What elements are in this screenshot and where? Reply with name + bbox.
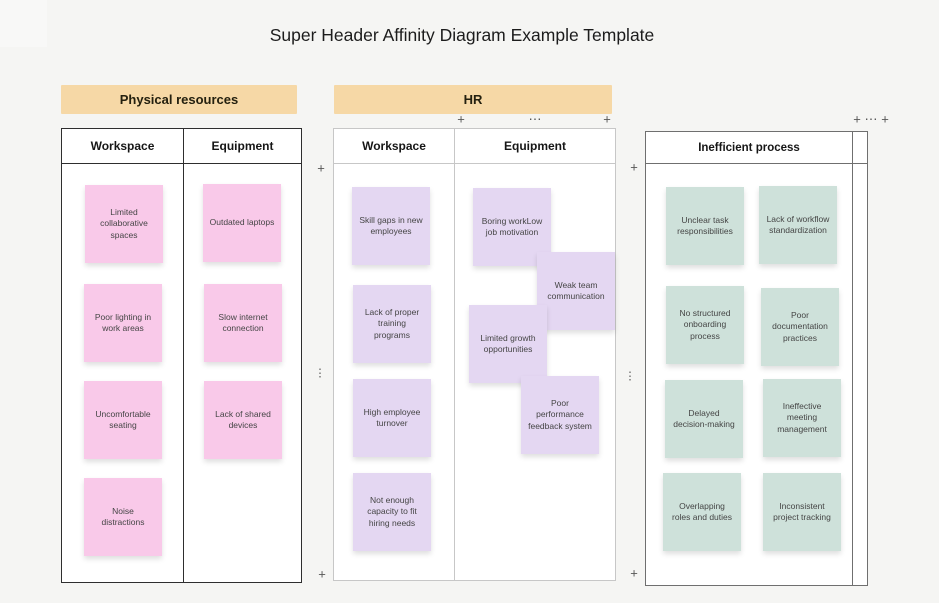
table-menu-icon[interactable]: ⋯ [528,111,542,127]
sticky-note[interactable]: Outdated laptops [203,184,281,262]
column-equipment: Equipment [455,129,615,580]
column-inefficient-process: Inefficient process [646,132,853,585]
row-menu-icon[interactable]: ⋮ [624,370,636,383]
sticky-note[interactable]: Lack of shared devices [204,381,282,459]
add-row-top-button[interactable]: + [630,159,638,175]
column-empty-narrow [853,132,867,585]
add-row-bottom-button[interactable]: + [318,566,326,582]
sticky-note[interactable]: Lack of proper training programs [353,285,431,363]
sticky-note[interactable]: Ineffective meeting management [763,379,841,457]
sticky-note[interactable]: Uncomfortable seating [84,381,162,459]
sticky-note[interactable]: Poor documentation practices [761,288,839,366]
canvas-corner-artifact [0,0,47,47]
table-menu-icon[interactable]: ⋯ [864,111,878,127]
sticky-note[interactable]: Unclear task responsibilities [666,187,744,265]
add-row-top-button[interactable]: + [317,160,325,176]
sticky-note[interactable]: Skill gaps in new employees [352,187,430,265]
sticky-note[interactable]: Limited growth opportunities [469,305,547,383]
super-header-physical-resources[interactable]: Physical resources [61,85,297,114]
column-header-inefficient-process[interactable]: Inefficient process [646,132,852,164]
sticky-note[interactable]: Delayed decision-making [665,380,743,458]
sticky-note[interactable]: Weak team communication [537,252,615,330]
sticky-note[interactable]: Overlapping roles and duties [663,473,741,551]
sticky-note[interactable]: No structured onboarding process [666,286,744,364]
add-row-bottom-button[interactable]: + [630,565,638,581]
sticky-note[interactable]: Poor lighting in work areas [84,284,162,362]
add-column-left-button[interactable]: + [457,111,465,127]
sticky-note[interactable]: Noise distractions [84,478,162,556]
column-header-workspace[interactable]: Workspace [334,129,454,164]
add-column-right-button[interactable]: + [603,111,611,127]
column-header-workspace[interactable]: Workspace [62,129,183,164]
add-column-right-button[interactable]: + [881,111,889,127]
column-header-empty [853,132,867,164]
super-header-hr[interactable]: HR [334,85,612,114]
column-header-equipment[interactable]: Equipment [455,129,615,164]
sticky-note[interactable]: High employee turnover [353,379,431,457]
column-equipment: Equipment [184,129,301,582]
column-workspace: Workspace [334,129,455,580]
sticky-note[interactable]: Slow internet connection [204,284,282,362]
sticky-note[interactable]: Lack of workflow standardization [759,186,837,264]
column-header-equipment[interactable]: Equipment [184,129,301,164]
page-title: Super Header Affinity Diagram Example Te… [269,25,655,45]
column-workspace: Workspace [62,129,184,582]
sticky-note[interactable]: Not enough capacity to fit hiring needs [353,473,431,551]
sticky-note[interactable]: Inconsistent project tracking [763,473,841,551]
sticky-note[interactable]: Poor performance feedback system [521,376,599,454]
add-column-left-button[interactable]: + [853,111,861,127]
row-menu-icon[interactable]: ⋮ [314,367,326,380]
sticky-note[interactable]: Limited collaborative spaces [85,185,163,263]
